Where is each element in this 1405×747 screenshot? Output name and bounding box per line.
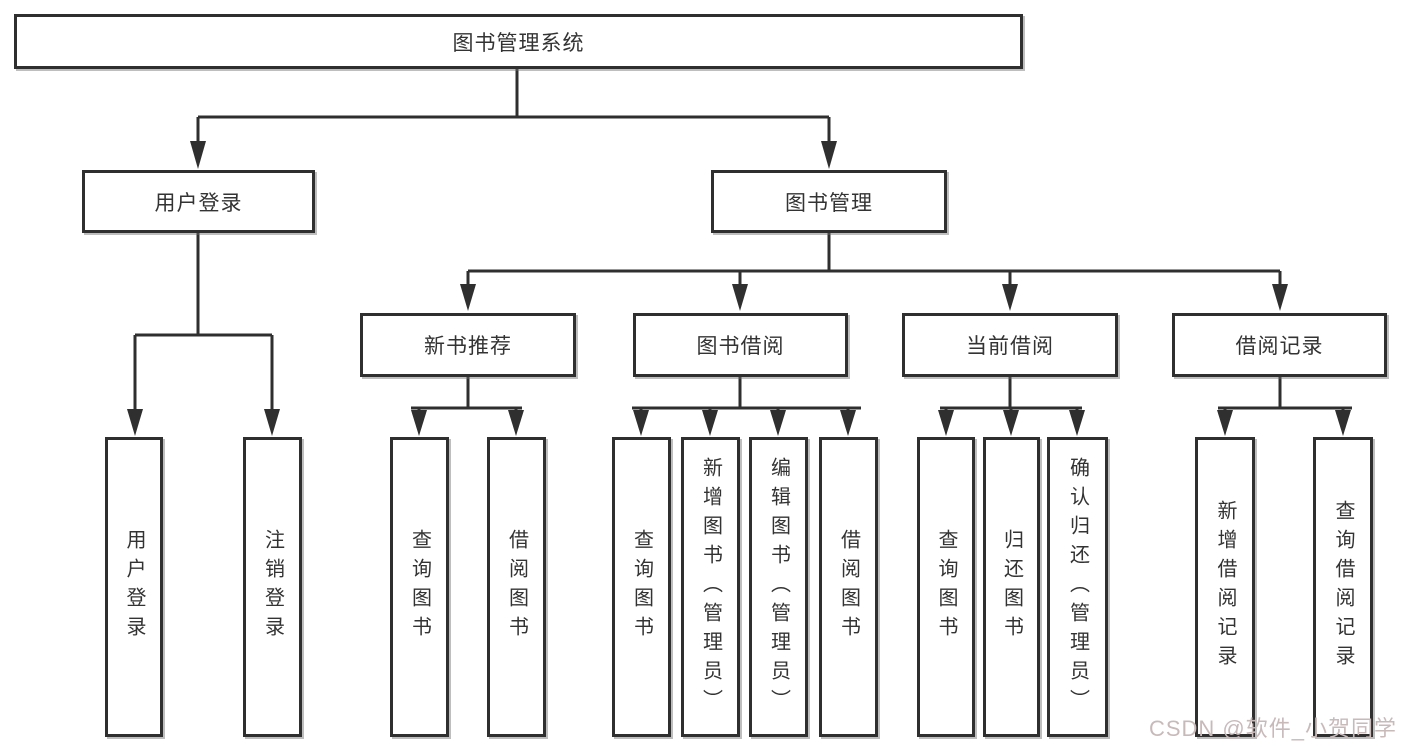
node-library-system-label: 图书管理系统: [452, 31, 585, 55]
leaf-return-book: 归还图书: [983, 437, 1040, 737]
leaf-confirm-return-admin: 确认归还（管理员）: [1047, 437, 1108, 737]
node-new-book-recommend: 新书推荐: [360, 313, 576, 377]
node-book-borrow-label: 图书借阅: [696, 335, 785, 358]
node-borrow-records: 借阅记录: [1172, 313, 1387, 377]
node-user-login-label: 用户登录: [154, 191, 243, 215]
leaf-user-login: 用户登录: [105, 437, 163, 737]
node-book-management-label: 图书管理: [785, 191, 873, 215]
leaf-logout: 注销登录: [243, 437, 302, 737]
node-new-book-recommend-label: 新书推荐: [424, 335, 512, 358]
csdn-watermark: CSDN @软件_小贺同学: [1148, 716, 1397, 741]
leaf-query-books-borrow: 查询图书: [612, 437, 671, 737]
leaf-query-books-current: 查询图书: [917, 437, 975, 737]
node-book-borrow: 图书借阅: [633, 313, 848, 377]
leaf-query-books-recommend: 查询图书: [390, 437, 449, 737]
leaf-add-borrow-record: 新增借阅记录: [1195, 437, 1255, 737]
node-library-system: 图书管理系统: [14, 14, 1023, 69]
leaf-query-borrow-record: 查询借阅记录: [1313, 437, 1373, 737]
node-current-borrow-label: 当前借阅: [966, 335, 1054, 358]
leaf-borrow-books-recommend: 借阅图书: [487, 437, 546, 737]
node-user-login: 用户登录: [82, 170, 315, 233]
node-book-management: 图书管理: [711, 170, 947, 233]
leaf-add-book-admin: 新增图书（管理员）: [681, 437, 740, 737]
leaf-borrow-books: 借阅图书: [819, 437, 878, 737]
node-borrow-records-label: 借阅记录: [1235, 335, 1324, 358]
leaf-edit-book-admin: 编辑图书（管理员）: [749, 437, 808, 737]
node-current-borrow: 当前借阅: [902, 313, 1118, 377]
